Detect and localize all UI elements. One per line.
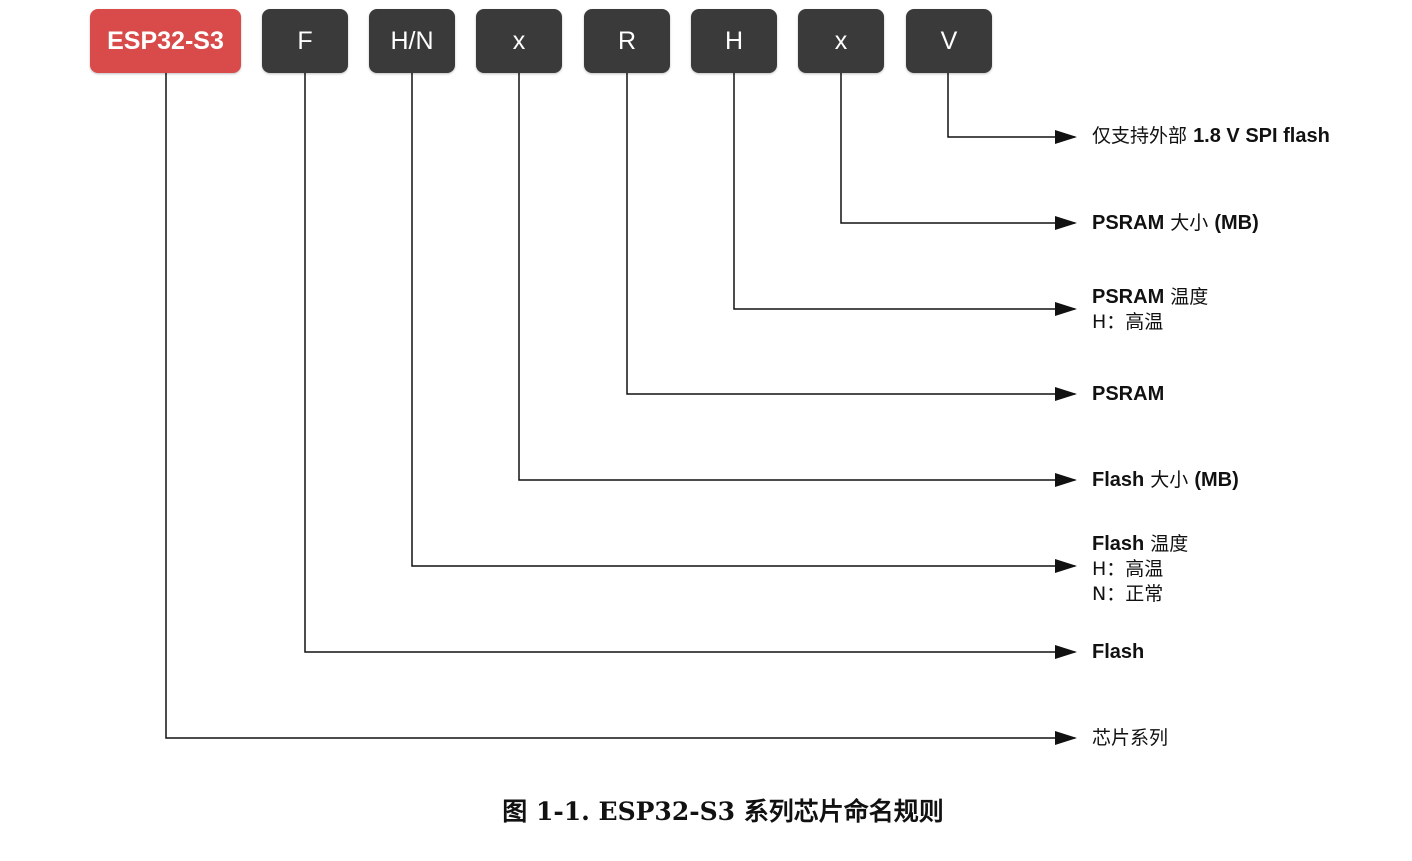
label-voltage-spec: 1.8 V SPI flash [1193, 125, 1330, 147]
label-flash-size-bold: Flash [1092, 469, 1145, 491]
label-psram-temp-bold: PSRAM [1092, 286, 1165, 308]
label-flash-temp-bold: Flash [1092, 533, 1145, 555]
label-flash-temp-high: H：高温 [1092, 558, 1164, 580]
connector-voltage [947, 73, 1077, 144]
label-psram-temp-high: H：高温 [1092, 311, 1164, 333]
label-psram-bold: PSRAM [1092, 383, 1165, 405]
connector-flash-size [518, 73, 1077, 487]
label-flash-bold: Flash [1092, 641, 1145, 663]
label-flash-temp-normal: N：正常 [1092, 583, 1164, 605]
connector-psram [626, 73, 1077, 401]
label-flash: Flash [1092, 640, 1144, 665]
label-flash-temp-text: 温度 [1150, 533, 1189, 555]
label-flash-size-unit: (MB) [1194, 469, 1239, 491]
label-psram-temp: PSRAM 温度 H：高温 [1092, 285, 1208, 335]
label-psram-size-bold: PSRAM [1092, 212, 1165, 234]
figure-caption: 图 1-1. ESP32-S3 系列芯片命名规则 [502, 797, 944, 826]
label-psram-temp-text: 温度 [1170, 286, 1209, 308]
label-psram-size-text: 大小 [1170, 212, 1209, 234]
box-flash-temp: H/N [369, 9, 455, 73]
label-voltage-prefix: 仅支持外部 [1092, 125, 1188, 147]
connector-flash-temp [411, 73, 1077, 573]
connector-psram-temp [733, 73, 1077, 316]
label-psram: PSRAM [1092, 382, 1164, 407]
box-psram: R [584, 9, 670, 73]
box-flash: F [262, 9, 348, 73]
connector-flash [304, 73, 1077, 659]
connector-series [165, 73, 1077, 745]
label-flash-size: Flash 大小 (MB) [1092, 468, 1239, 493]
label-psram-size-unit: (MB) [1214, 212, 1259, 234]
label-series: 芯片系列 [1092, 726, 1168, 751]
box-psram-temp: H [691, 9, 777, 73]
label-voltage: 仅支持外部 1.8 V SPI flash [1092, 124, 1330, 149]
label-psram-size: PSRAM 大小 (MB) [1092, 211, 1259, 236]
box-psram-size: x [798, 9, 884, 73]
connector-psram-size [840, 73, 1077, 230]
label-flash-temp: Flash 温度 H：高温 N：正常 [1092, 532, 1188, 607]
label-flash-size-text: 大小 [1150, 469, 1189, 491]
label-series-text: 芯片系列 [1092, 727, 1169, 749]
box-voltage: V [906, 9, 992, 73]
box-series: ESP32-S3 [90, 9, 241, 73]
box-flash-size: x [476, 9, 562, 73]
